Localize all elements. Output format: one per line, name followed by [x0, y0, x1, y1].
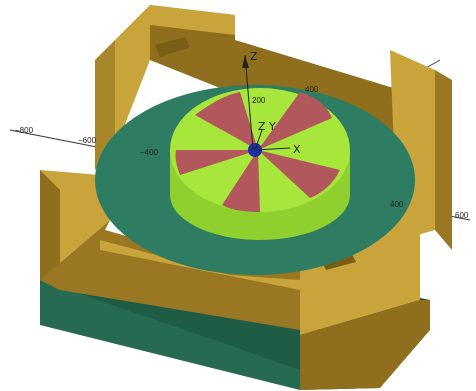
tick-x-neg600: −600	[78, 136, 97, 145]
z-axis-label: Z	[250, 50, 258, 63]
sector-1	[195, 92, 258, 150]
frame-right-side	[435, 70, 452, 250]
tick-x-neg400: −400	[140, 148, 159, 157]
sector-4	[222, 150, 260, 212]
cylinder	[170, 88, 350, 240]
frame-front-top	[100, 240, 300, 290]
sector-5	[175, 150, 258, 175]
frame-front-right-top	[300, 215, 420, 335]
frame-left-top	[95, 40, 115, 170]
tick-x-600: 600	[455, 211, 469, 220]
frame-back-top	[150, 5, 235, 35]
tick-y-400: 400	[305, 85, 319, 94]
frame-slot-back	[155, 37, 190, 57]
base-plate-front-face	[40, 280, 300, 390]
frame-left-wall	[115, 5, 150, 150]
frame-front-right-side	[300, 300, 430, 390]
x-axis-local	[254, 147, 291, 151]
y-axis-local	[254, 129, 263, 151]
x-axis-label: X	[293, 143, 301, 156]
axes: Z Z Y X 200 400 −800 −600 −400 400 600	[15, 50, 469, 220]
tick-x-400: 400	[390, 200, 404, 209]
origin-label: Z Y	[258, 120, 276, 133]
sector-2	[258, 92, 332, 150]
tick-x-neg800: −800	[15, 126, 34, 135]
z-axis-arrow	[242, 55, 249, 68]
frame-front-left-side	[40, 170, 60, 290]
tick-z-200: 200	[252, 96, 266, 105]
z-axis-line	[244, 54, 254, 151]
sector-3	[258, 150, 340, 198]
